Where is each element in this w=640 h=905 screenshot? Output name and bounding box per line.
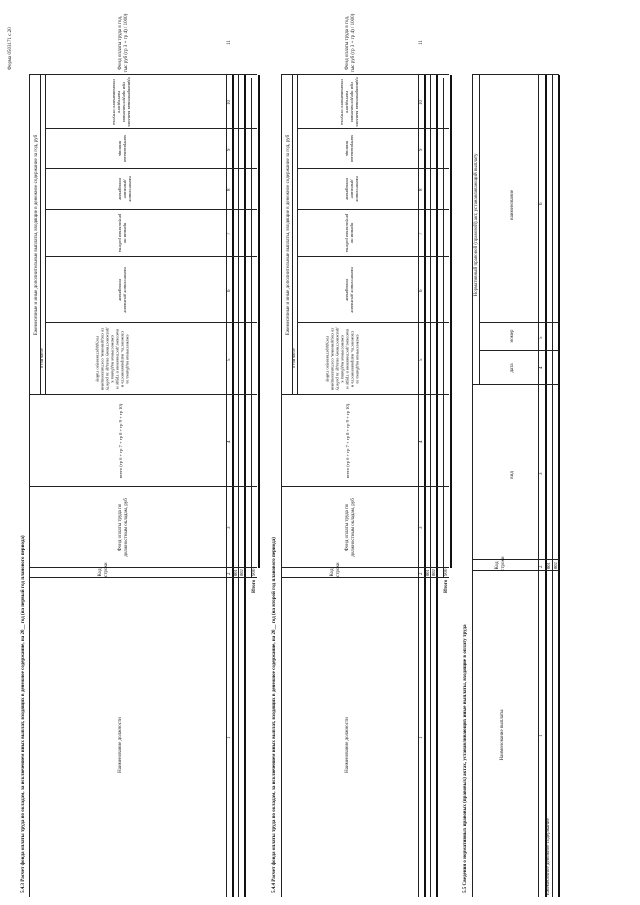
s544-row-code-2: 002 — [431, 569, 436, 576]
section-543-title: 5.4.3 Расчет фонда оплаты труда по оклад… — [21, 535, 26, 893]
s543-col8: ежемесячное денежное поощрение — [118, 176, 134, 202]
s543-total-code: 900 — [252, 568, 257, 577]
s544-col-code: Код строки — [330, 562, 341, 577]
s543-col-total: всего (гр 6 + гр 7 + гр 8 + гр 9 + гр 10… — [118, 403, 123, 479]
s543-col7: премии по результатам работы — [118, 213, 129, 253]
s543-num-1: 1 — [227, 736, 232, 740]
s543-num-6: 6 — [227, 289, 232, 293]
s544-num-7: 7 — [419, 232, 424, 236]
s544-in-that-number: в том числе — [291, 348, 296, 368]
s543-total-label: Итого — [252, 579, 257, 593]
s543-group-header: Ежемесячные и иные дополнительные выплат… — [34, 134, 39, 336]
s544-col11: Фонд оплаты труда в год, тыс руб (гр 3 +… — [345, 13, 356, 73]
s543-col6: ежемесячное денежное поощрение — [118, 267, 129, 313]
s543-col5: ежемесячная надбавка за сложность, напря… — [95, 327, 131, 391]
s543-num-4: 4 — [227, 440, 232, 444]
s55-row-2-code: 002 — [553, 562, 558, 569]
s543-in-that-number: в том числе — [39, 348, 44, 368]
s544-num-2: 2 — [419, 572, 424, 576]
s55-num-1: 1 — [539, 734, 544, 738]
s543-col10: единовременная выплата при предоставлени… — [112, 77, 133, 127]
s544-num-1: 1 — [419, 736, 424, 740]
s55-col-name: наименование — [510, 189, 515, 221]
s55-col-type: вид — [510, 471, 515, 479]
s544-num-10: 10 — [419, 100, 424, 105]
s544-num-5: 5 — [419, 358, 424, 362]
s55-col-number: номер — [510, 329, 515, 343]
s55-num-6: 6 — [539, 202, 544, 206]
s543-col-code: Код строки — [98, 562, 109, 577]
s544-col8: ежемесячное денежное поощрение — [345, 176, 361, 202]
s55-num-3: 3 — [539, 472, 544, 476]
s543-col9: материальная помощь — [118, 135, 129, 162]
s543-col-fund: Фонд оплаты труда по должностным окладам… — [118, 498, 129, 557]
s544-num-6: 6 — [419, 289, 424, 293]
s543-row-code-1: 001 — [233, 569, 238, 576]
s544-col-total: всего (гр 6 + гр 7 + гр 8 + гр 9 + гр 10… — [345, 403, 350, 479]
s55-num-2: 2 — [539, 565, 544, 569]
s544-num-9: 9 — [419, 148, 424, 152]
s55-num-5: 5 — [539, 336, 544, 340]
s543-num-3: 3 — [227, 526, 232, 530]
s544-num-11: 11 — [419, 40, 424, 45]
s544-total-code: 900 — [444, 568, 449, 577]
s543-num-8: 8 — [227, 188, 232, 192]
s544-group-header: Ежемесячные и иные дополнительные выплат… — [286, 134, 291, 336]
s55-row-1-code: 001 — [546, 562, 551, 569]
s55-col-date: дата — [510, 363, 515, 373]
s55-row-1-name: Ежемесячное денежное содержание — [546, 818, 551, 895]
s543-num-10: 10 — [227, 100, 232, 105]
s544-col-fund: Фонд оплаты труда по должностным окладам… — [345, 498, 356, 557]
s544-col5: ежемесячная надбавка за сложность, напря… — [325, 327, 361, 391]
s544-total-label: Итого — [444, 579, 449, 593]
s543-row-code-2: 002 — [239, 569, 244, 576]
s544-col10: единовременная выплата при предоставлени… — [340, 77, 361, 127]
s543-num-5: 5 — [227, 358, 232, 362]
s544-col7: премии по результатам работы — [345, 213, 356, 253]
s55-group-header: Нормативный правовой (правовой) акт, уст… — [474, 153, 479, 297]
s544-num-8: 8 — [419, 188, 424, 192]
section-544-title: 5.4.4 Расчет фонда оплаты труда по оклад… — [272, 537, 277, 893]
s544-num-3: 3 — [419, 526, 424, 530]
s543-col11: Фонд оплаты труда в год, тыс руб (гр 3 +… — [118, 13, 129, 73]
form-label: Форма 0503171 с.20 — [8, 27, 13, 70]
s55-col-payment: Наименование выплаты — [500, 709, 505, 761]
s543-num-9: 9 — [227, 148, 232, 152]
section-55-title: 5.5 Сведения о нормативных правовых (пра… — [463, 624, 468, 894]
s543-col-position: Наименование должности — [118, 717, 123, 773]
s544-col9: материальная помощь — [345, 135, 356, 162]
s543-num-7: 7 — [227, 232, 232, 236]
s544-row-code-1: 001 — [425, 569, 430, 576]
s543-num-11: 11 — [227, 40, 232, 45]
s55-col-code: Код строки — [495, 556, 506, 571]
s543-num-2: 2 — [227, 572, 232, 576]
s544-col6: ежемесячное денежное поощрение — [345, 267, 356, 313]
s544-col-position: Наименование должности — [345, 717, 350, 773]
s544-num-4: 4 — [419, 440, 424, 444]
s55-num-4: 4 — [539, 366, 544, 370]
